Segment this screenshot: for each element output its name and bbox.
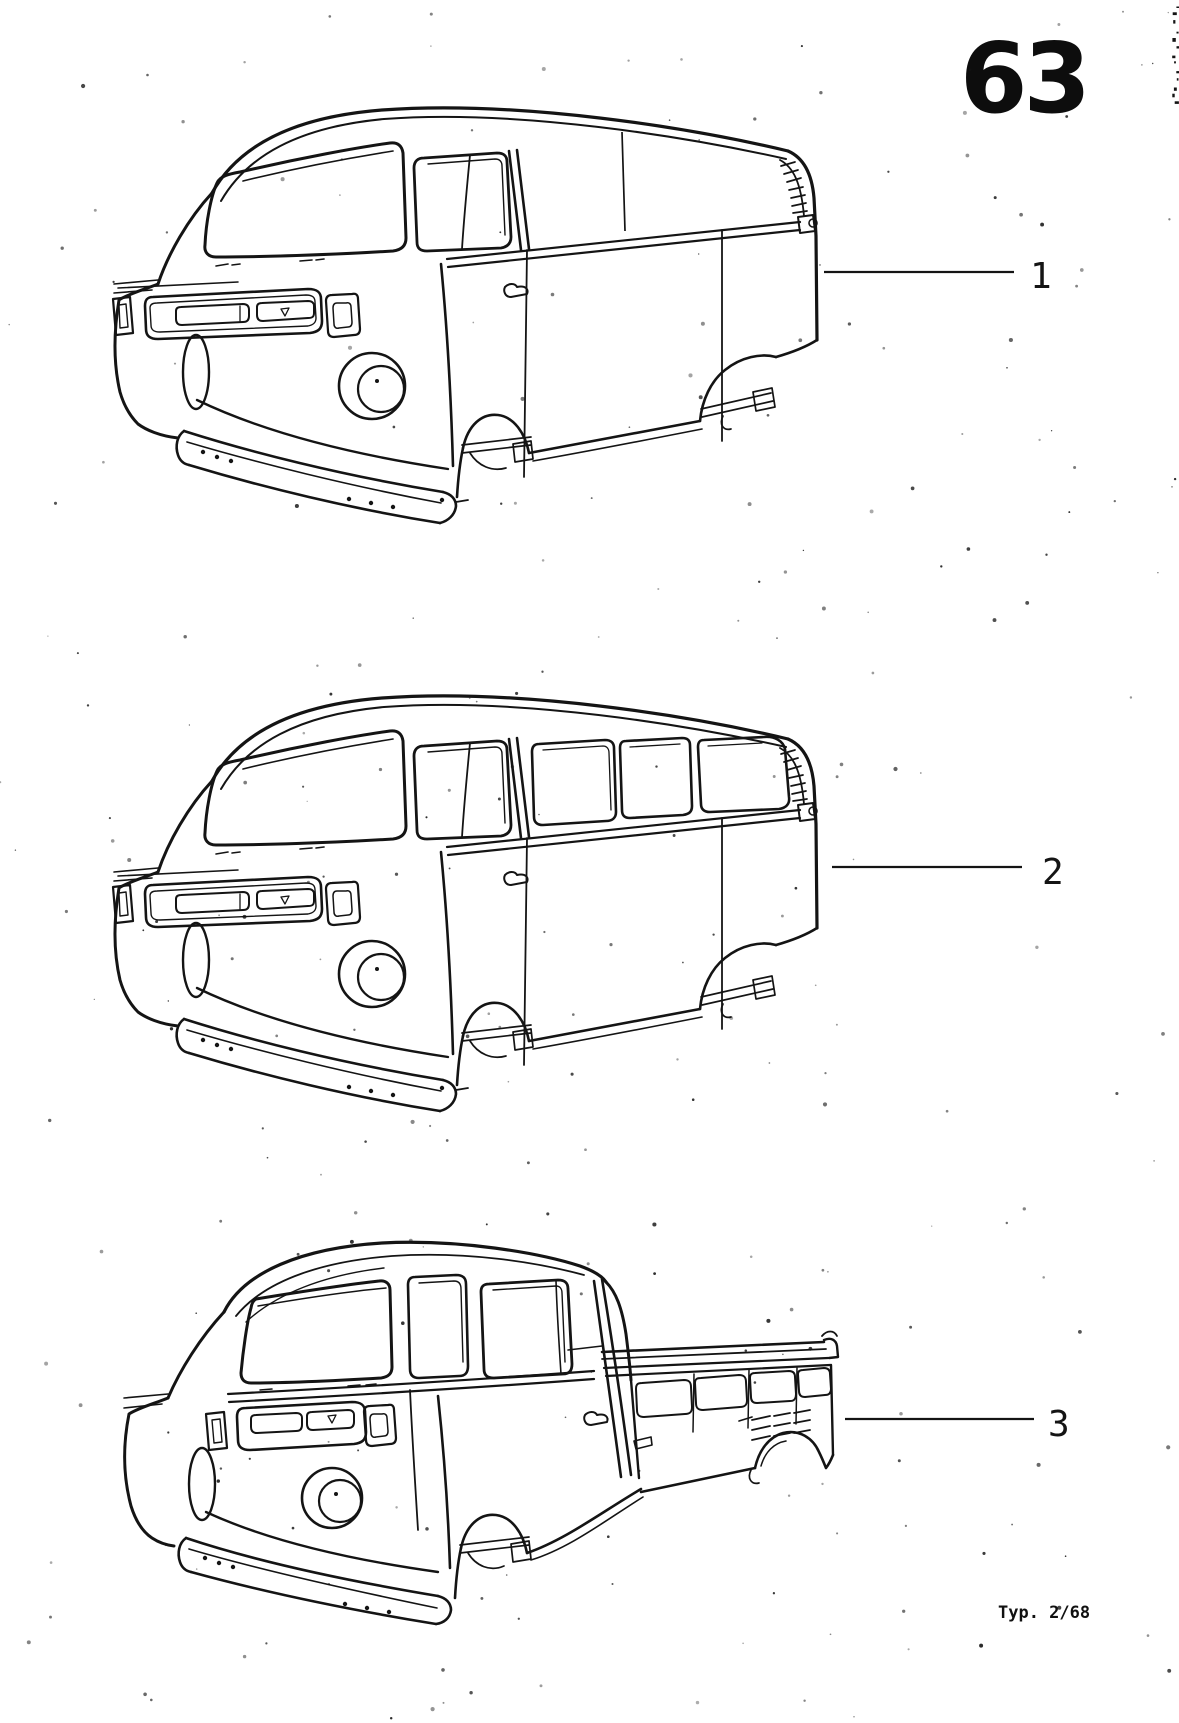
callout-label-2: 2 [1042,852,1064,893]
panel-van-figure [111,106,819,525]
bed-vent-louvres [751,1409,811,1441]
page-number: 63 [960,22,1091,135]
headlights [187,1446,364,1530]
pickup-bed [567,1330,840,1494]
callout-label-3: 3 [1048,1404,1070,1445]
callout-label-1: 1 [1030,256,1052,297]
front-arch-inner-structure [459,1536,532,1570]
catalog-type-footer: Typ. 2/68 [998,1603,1091,1623]
kombi-bus-figure [111,694,819,1113]
side-windows [530,735,791,827]
cab-rear-window [406,1273,470,1380]
pickup-truck-figure [123,1240,840,1626]
bed-side-slots [635,1367,832,1418]
door-window [479,1278,574,1380]
front-bumper [177,1536,453,1626]
door-handle [583,1411,609,1426]
windshield [239,1279,394,1385]
fresh-air-grille [204,1400,398,1452]
